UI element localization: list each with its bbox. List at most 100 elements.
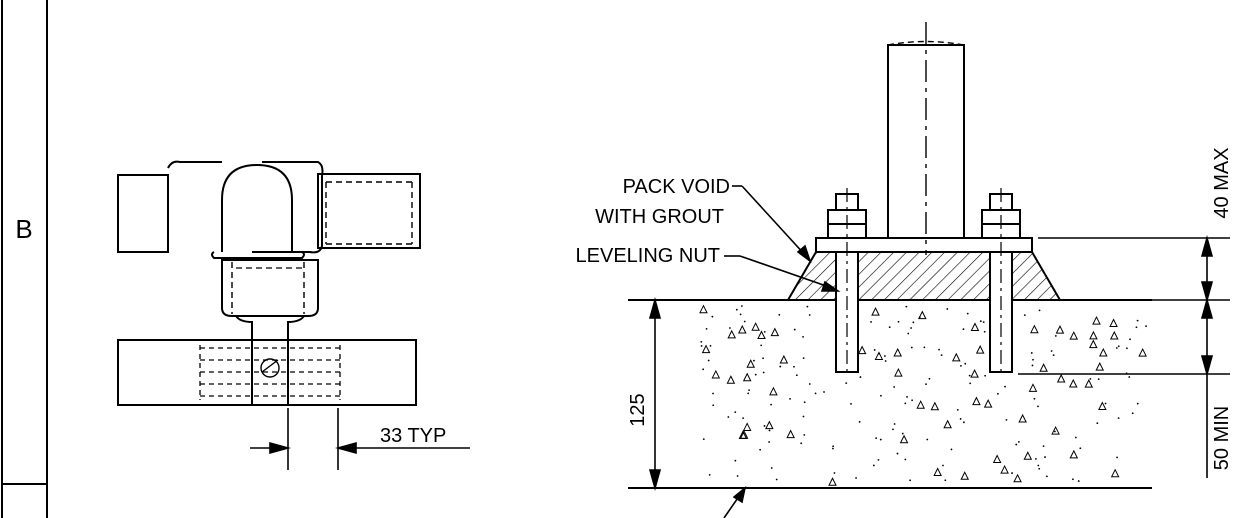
concrete-aggregate — [917, 310, 927, 320]
coupling-hidden — [231, 262, 305, 314]
concrete-dot — [1030, 352, 1033, 354]
concrete-dot — [832, 445, 835, 448]
concrete-dot — [859, 376, 862, 378]
concrete-aggregate — [975, 345, 985, 354]
concrete-aggregate — [1028, 383, 1038, 392]
concrete-dot — [742, 417, 745, 419]
concrete-dot — [1011, 472, 1013, 474]
concrete-dot — [763, 425, 766, 427]
concrete-aggregate — [951, 352, 961, 362]
concrete-dot — [1044, 456, 1046, 458]
concrete-dot — [754, 373, 757, 376]
concrete-dot — [928, 377, 931, 380]
concrete-dot — [870, 321, 872, 323]
concrete-dot — [1054, 335, 1057, 337]
concrete-dot — [950, 448, 953, 451]
concrete-dot — [763, 330, 766, 333]
concrete-dot — [877, 458, 880, 461]
concrete-aggregate — [738, 430, 748, 439]
concrete-dot — [1135, 326, 1138, 329]
concrete-aggregate — [930, 401, 940, 411]
concrete-dot — [879, 438, 882, 441]
concrete-dot — [762, 357, 764, 360]
concrete-dot — [1079, 447, 1082, 450]
concrete-dot — [700, 345, 703, 347]
concrete-dot — [702, 438, 705, 441]
concrete-aggregate — [701, 344, 711, 354]
concrete-dot — [904, 458, 907, 461]
concrete-dot — [768, 441, 771, 443]
concrete-dot — [1145, 325, 1147, 328]
concrete-aggregate — [739, 430, 749, 439]
concrete-dot — [759, 448, 762, 451]
concrete-dot — [912, 321, 915, 324]
concrete-dot — [964, 362, 967, 365]
concrete-dot — [775, 478, 778, 481]
concrete-dot — [926, 438, 929, 441]
concrete-aggregate — [727, 329, 737, 339]
concrete-dot — [1115, 347, 1118, 349]
concrete-dot — [762, 371, 765, 374]
concrete-dot — [736, 475, 739, 477]
concrete-dot — [956, 408, 959, 411]
drawing-border — [1, 0, 48, 518]
concrete-dot — [1005, 418, 1008, 421]
upper-pipe-right — [317, 173, 421, 249]
concrete-dot — [884, 360, 887, 362]
concrete-dot — [700, 340, 703, 343]
concrete-aggregate — [871, 306, 880, 316]
concrete-dot — [823, 391, 825, 393]
concrete-dot — [855, 477, 857, 479]
concrete-dot — [814, 392, 817, 395]
concrete-dot — [907, 332, 910, 335]
concrete-aggregate — [1098, 401, 1107, 411]
dimension-33-typ — [250, 408, 470, 470]
concrete-dot — [962, 328, 965, 331]
concrete-dot — [747, 392, 750, 395]
concrete-dot — [1126, 347, 1128, 350]
concrete-dot — [734, 411, 737, 414]
concrete-dot — [875, 437, 878, 440]
concrete-dot — [770, 403, 772, 406]
grout-pad — [786, 251, 1062, 301]
concrete-dot — [1136, 319, 1139, 322]
concrete-dot — [910, 346, 913, 349]
dimension-125 — [648, 297, 662, 491]
anchor-bolt-right — [981, 193, 1021, 373]
concrete-dot — [1023, 314, 1026, 317]
concrete-dot — [1077, 480, 1080, 482]
concrete-dot — [880, 394, 882, 397]
concrete-dot — [892, 428, 894, 431]
concrete-aggregate — [746, 359, 756, 368]
concrete-dot — [969, 382, 972, 385]
concrete-dot — [709, 344, 712, 347]
callout-pack-void-line2: WITH GROUT — [595, 206, 724, 228]
concrete-aggregate — [983, 398, 993, 408]
dimension-50-min-label: 50 MIN — [1211, 406, 1233, 470]
callout-leaders — [723, 185, 841, 518]
concrete-dot — [802, 335, 804, 338]
concrete-aggregate — [1051, 425, 1060, 435]
concrete-dot — [803, 401, 806, 404]
concrete-dot — [942, 464, 944, 467]
concrete-aggregate — [786, 429, 795, 439]
concrete-dot — [850, 403, 852, 405]
callout-pack-void-line1: PACK VOID — [623, 176, 730, 198]
concrete-dot — [1136, 402, 1139, 405]
concrete-dot — [893, 423, 896, 425]
concrete-dot — [960, 364, 962, 367]
concrete-dot — [1038, 309, 1041, 312]
stem — [235, 315, 305, 340]
concrete-dot — [923, 346, 926, 349]
concrete-dot — [1089, 377, 1092, 380]
concrete-dot — [802, 357, 805, 360]
concrete-dot — [1131, 412, 1134, 415]
concrete-dot — [918, 316, 921, 319]
concrete-dot — [770, 467, 773, 469]
concrete-dot — [858, 420, 861, 423]
concrete-dot — [1097, 378, 1100, 381]
concrete-aggregate — [893, 347, 903, 357]
upper-pipe-right-hidden — [325, 181, 413, 245]
concrete-aggregate — [737, 324, 747, 334]
